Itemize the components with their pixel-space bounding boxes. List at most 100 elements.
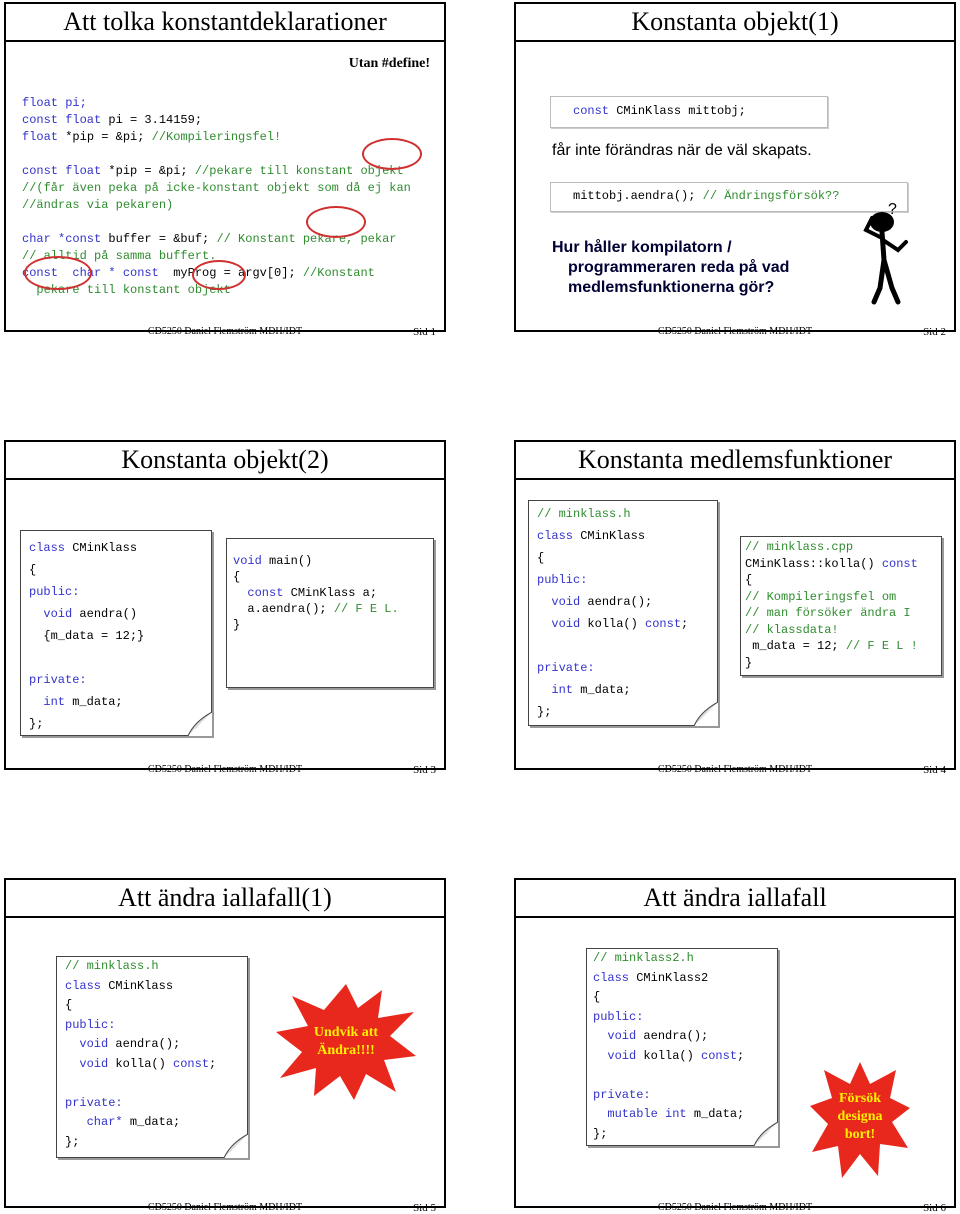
slide-6: Att ändra iallafall // minklass2.h class… bbox=[514, 878, 956, 1214]
slide-number: Sid 5 bbox=[413, 1202, 436, 1214]
code-text: }; bbox=[65, 1134, 80, 1149]
burst-text: Undvik att bbox=[313, 1025, 379, 1040]
code-comment: // Kompileringsfel om bbox=[745, 589, 897, 604]
code-text: m_data; bbox=[686, 1107, 745, 1121]
code-text: { bbox=[233, 570, 241, 584]
code-keyword: private: bbox=[65, 1095, 123, 1110]
slide-number: Sid 6 bbox=[923, 1202, 946, 1214]
code-keyword: private: bbox=[29, 673, 87, 687]
code-note: class CMinKlass { public: void aendra() … bbox=[20, 530, 212, 736]
question-line: medlemsfunktionerna gör? bbox=[568, 279, 775, 296]
code-block: // minklass.h class CMinKlass { public: … bbox=[65, 957, 216, 1152]
slide-title: Att ändra iallafall bbox=[516, 880, 954, 918]
code-comment: // F E L ! bbox=[845, 639, 918, 653]
code-text: ; bbox=[681, 617, 689, 631]
code-text: }; bbox=[593, 1126, 608, 1141]
burst-text: Försök bbox=[839, 1091, 881, 1106]
code-line: const CMinKlass mittobj; bbox=[573, 103, 746, 120]
code-keyword: void bbox=[79, 1056, 109, 1071]
code-comment: // minklass2.h bbox=[593, 951, 694, 965]
code-line: mittobj.aendra(); // Ändringsförsök?? bbox=[573, 188, 839, 205]
code-comment: // F E L. bbox=[333, 602, 399, 616]
code-note: // minklass.h class CMinKlass { public: … bbox=[56, 956, 248, 1158]
code-text: { bbox=[537, 551, 545, 565]
code-block: class CMinKlass { public: void aendra() … bbox=[29, 537, 144, 735]
code-text: { bbox=[745, 573, 753, 587]
code-text: CMinKlass mittobj; bbox=[609, 104, 746, 118]
burst-text: designa bbox=[837, 1109, 883, 1124]
burst-shape bbox=[276, 984, 416, 1100]
svg-text:?: ? bbox=[888, 201, 897, 218]
code-keyword: void bbox=[551, 617, 581, 631]
highlight-circle bbox=[24, 256, 92, 290]
code-keyword: public: bbox=[29, 585, 80, 599]
slide-2: Konstanta objekt(1) const CMinKlass mitt… bbox=[514, 2, 956, 338]
code-text: m_data = 12; bbox=[745, 639, 846, 653]
code-keyword: mutable int bbox=[607, 1107, 687, 1121]
footer-text: CD5250 Daniel Flemström MDH/IDT bbox=[147, 326, 303, 337]
code-keyword: private: bbox=[537, 661, 595, 675]
code-block: // minklass2.h class CMinKlass2 { public… bbox=[593, 949, 744, 1144]
slide-title: Att ändra iallafall(1) bbox=[6, 880, 444, 918]
slide-title: Konstanta medlemsfunktioner bbox=[516, 442, 954, 480]
burst-shape bbox=[810, 1062, 910, 1178]
code-keyword: const bbox=[881, 556, 918, 571]
code-text: CMinKlass bbox=[573, 529, 646, 543]
code-text: buffer = &buf; bbox=[101, 232, 217, 246]
highlight-circle bbox=[306, 206, 366, 238]
code-text: CMinKlass bbox=[65, 541, 138, 555]
slide-note: Utan #define! bbox=[348, 56, 430, 71]
code-text: pi = 3.14159; bbox=[101, 113, 203, 127]
question-line: programmeraren reda på vad bbox=[568, 259, 790, 276]
slide-title: Konstanta objekt(1) bbox=[516, 4, 954, 42]
slide-number: Sid 4 bbox=[923, 764, 946, 776]
code-text: m_data; bbox=[122, 1115, 181, 1129]
code-keyword: class bbox=[593, 970, 630, 985]
burst-text: Ändra!!!! bbox=[317, 1043, 375, 1058]
code-comment: //ändras via pekaren) bbox=[22, 198, 174, 212]
code-keyword: const float bbox=[22, 113, 102, 127]
code-text: a.aendra(); bbox=[247, 602, 334, 616]
slide-4: Konstanta medlemsfunktioner // minklass.… bbox=[514, 440, 956, 776]
code-comment: // klassdata! bbox=[745, 622, 839, 637]
code-text: CMinKlass2 bbox=[629, 970, 709, 985]
code-text: kolla() bbox=[580, 617, 646, 631]
code-keyword: const float bbox=[22, 164, 102, 178]
page-fold bbox=[694, 702, 718, 726]
code-text: { bbox=[65, 998, 73, 1012]
code-keyword: const bbox=[645, 617, 682, 631]
code-keyword: public: bbox=[65, 1017, 116, 1032]
code-comment: //Konstant bbox=[302, 266, 375, 280]
code-keyword: private: bbox=[593, 1087, 651, 1102]
code-keyword: class bbox=[65, 978, 102, 993]
code-keyword: const bbox=[173, 1056, 210, 1071]
code-box: mittobj.aendra(); // Ändringsförsök?? bbox=[550, 182, 908, 212]
code-comment: //Kompileringsfel! bbox=[151, 130, 282, 144]
warning-burst: Undvik att Ändra!!!! bbox=[274, 982, 418, 1102]
code-text: }; bbox=[29, 717, 44, 731]
slide-number: Sid 3 bbox=[413, 764, 436, 776]
code-block: // minklass.h class CMinKlass { public: … bbox=[537, 503, 688, 723]
code-keyword: const bbox=[701, 1048, 738, 1063]
code-keyword: void bbox=[551, 595, 581, 609]
code-block: // minklass.cpp CMinKlass::kolla() const… bbox=[745, 539, 918, 671]
code-keyword: float bbox=[22, 130, 59, 144]
code-keyword: char* bbox=[86, 1115, 123, 1129]
highlight-circle bbox=[362, 138, 422, 170]
code-text: aendra(); bbox=[636, 1029, 709, 1043]
code-keyword: void bbox=[79, 1037, 109, 1051]
page-fold bbox=[188, 712, 212, 736]
code-text: aendra(); bbox=[108, 1037, 181, 1051]
code-text: } bbox=[233, 618, 241, 632]
code-keyword: const bbox=[247, 586, 284, 600]
code-text: ; bbox=[209, 1056, 217, 1071]
burst-text: bort! bbox=[844, 1127, 876, 1142]
footer-text: CD5250 Daniel Flemström MDH/IDT bbox=[147, 1202, 303, 1213]
code-keyword: void bbox=[607, 1029, 637, 1043]
code-note: void main() { const CMinKlass a; a.aendr… bbox=[226, 538, 434, 688]
code-text: CMinKlass bbox=[101, 978, 174, 993]
slide-title: Att tolka konstantdeklarationer bbox=[6, 4, 444, 42]
code-text: *pip = &pi; bbox=[101, 164, 195, 178]
code-keyword: int bbox=[43, 695, 66, 709]
footer-text: CD5250 Daniel Flemström MDH/IDT bbox=[657, 326, 813, 337]
